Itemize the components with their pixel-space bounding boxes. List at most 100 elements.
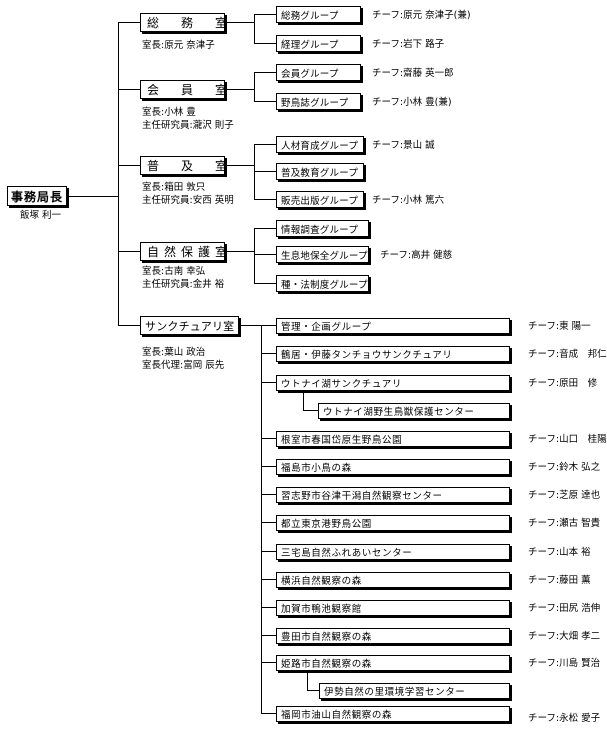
connector-line <box>261 607 276 608</box>
sanctuary-leader: チーフ:芝原 達也 <box>528 490 601 501</box>
sanctuary-leader: チーフ:藤田 薫 <box>528 575 591 586</box>
sanctuary-box: ウトナイ湖サンクチュアリ <box>276 375 510 391</box>
group-box: 販売出版グループ <box>276 191 364 208</box>
sanctuary-leader: チーフ:瀬古 智貴 <box>528 518 601 529</box>
director-box: 事務局長 <box>7 186 67 206</box>
sanctuary-leader: チーフ:音成 邦仁 <box>528 349 607 360</box>
group-box: 生息地保全グループ <box>276 246 369 263</box>
group-leader: チーフ:小林 豊(兼) <box>372 97 452 108</box>
group-box: 種・法制度グループ <box>276 275 369 292</box>
group-box: 人材育成グループ <box>276 136 364 153</box>
connector-line <box>254 283 276 284</box>
connector-line <box>254 14 255 43</box>
connector-line <box>303 390 304 410</box>
group-leader: チーフ:原元 奈津子(兼) <box>372 10 471 21</box>
room-staff: 主任研究員:瀧沢 則子 <box>142 120 234 131</box>
room-box-general-affairs: 総 務 室 <box>140 13 225 32</box>
sanctuary-box: 福岡市油山自然観察の森 <box>276 706 510 722</box>
connector-line <box>261 438 276 439</box>
connector-line <box>261 662 276 663</box>
connector-line <box>261 466 276 467</box>
sanctuary-box: 姫路市自然観察の森 <box>276 655 510 671</box>
group-box: 情報調査グループ <box>276 220 369 237</box>
sanctuary-box: 都立東京港野鳥公園 <box>276 515 510 531</box>
director-title: 事務局長 <box>10 189 63 204</box>
group-leader: チーフ:高井 健慈 <box>380 250 453 261</box>
connector-line <box>254 144 276 145</box>
connector-line <box>226 22 254 23</box>
connector-line <box>261 713 276 714</box>
sanctuary-leader: チーフ:鈴木 弘之 <box>528 462 601 473</box>
connector-line <box>118 251 140 252</box>
group-box: 会員グループ <box>276 64 361 81</box>
connector-line <box>118 165 140 166</box>
group-leader: チーフ:岩下 路子 <box>372 39 445 50</box>
connector-line <box>118 22 140 23</box>
room-staff: 室長:小林 豊 <box>142 107 196 118</box>
room-box-membership: 会 員 室 <box>140 80 225 99</box>
room-staff: 室長:古南 幸弘 <box>142 266 206 277</box>
connector-line <box>254 254 276 255</box>
sanctuary-box: 根室市春国岱原生野鳥公園 <box>276 431 510 447</box>
connector-line <box>261 494 276 495</box>
group-box: 経理グループ <box>276 35 361 52</box>
connector-line <box>254 171 276 172</box>
connector-line <box>254 43 276 44</box>
room-staff: 主任研究員:安西 英明 <box>142 195 234 206</box>
sanctuary-box: ウトナイ湖野生鳥獣保護センター <box>318 403 510 419</box>
group-box: 総務グループ <box>276 6 361 23</box>
connector-line <box>261 522 276 523</box>
connector-line <box>307 670 308 690</box>
connector-line <box>226 251 254 252</box>
sanctuary-leader: チーフ:山本 裕 <box>528 547 591 558</box>
group-leader: チーフ:景山 誠 <box>372 140 435 151</box>
sanctuary-leader: チーフ:永松 愛子 <box>528 713 601 724</box>
sanctuary-box: 鶴居・伊藤タンチョウサンクチュアリ <box>276 346 510 362</box>
room-staff: 室長:葉山 政治 <box>142 347 206 358</box>
connector-line <box>254 101 276 102</box>
sanctuary-box: 豊田市自然観察の森 <box>276 628 510 644</box>
connector-line <box>261 325 262 714</box>
connector-line <box>261 579 276 580</box>
connector-line <box>303 410 318 411</box>
room-box-outreach: 普 及 室 <box>140 156 225 175</box>
connector-line <box>254 72 255 101</box>
connector-line <box>68 196 118 197</box>
room-staff: 室長:箱田 敦只 <box>142 182 206 193</box>
room-box-conservation: 自然保護室 <box>140 242 225 261</box>
connector-line <box>226 89 254 90</box>
connector-line <box>254 228 276 229</box>
connector-line <box>254 228 255 283</box>
sanctuary-box: 管理・企画グループ <box>276 318 510 334</box>
sanctuary-box: 福島市小鳥の森 <box>276 459 510 475</box>
sanctuary-leader: チーフ:山口 桂陽 <box>528 434 607 445</box>
group-leader: チーフ:小林 篤六 <box>372 195 445 206</box>
sanctuary-leader: チーフ:田尻 浩伸 <box>528 603 601 614</box>
connector-line <box>240 325 276 326</box>
sanctuary-box: 加賀市鴨池観察館 <box>276 600 510 616</box>
room-staff: 主任研究員:金井 裕 <box>142 279 225 290</box>
sanctuary-leader: チーフ:川島 賢治 <box>528 658 601 669</box>
connector-line <box>307 690 319 691</box>
sanctuary-leader: チーフ:大畑 孝二 <box>528 631 601 642</box>
sanctuary-leader: チーフ:東 陽一 <box>528 321 591 332</box>
connector-line <box>261 382 276 383</box>
sanctuary-leader: チーフ:原田 修 <box>528 378 598 389</box>
group-box: 野鳥誌グループ <box>276 93 361 110</box>
room-staff: 室長:原元 奈津子 <box>142 40 215 51</box>
connector-line <box>118 89 140 90</box>
connector-line <box>261 551 276 552</box>
group-leader: チーフ:齋藤 英一郎 <box>372 68 454 79</box>
connector-line <box>118 325 140 326</box>
connector-line <box>261 353 276 354</box>
connector-line <box>254 199 276 200</box>
sanctuary-box: 習志野市谷津干潟自然観察センター <box>276 487 510 503</box>
connector-line <box>226 165 254 166</box>
director-name: 飯塚 利一 <box>20 210 62 221</box>
sanctuary-box: 横浜自然観察の森 <box>276 572 510 588</box>
group-box: 普及教育グループ <box>276 163 364 180</box>
sanctuary-box: 伊勢自然の里環境学習センター <box>319 683 510 699</box>
connector-line <box>254 14 276 15</box>
connector-line <box>118 22 119 325</box>
